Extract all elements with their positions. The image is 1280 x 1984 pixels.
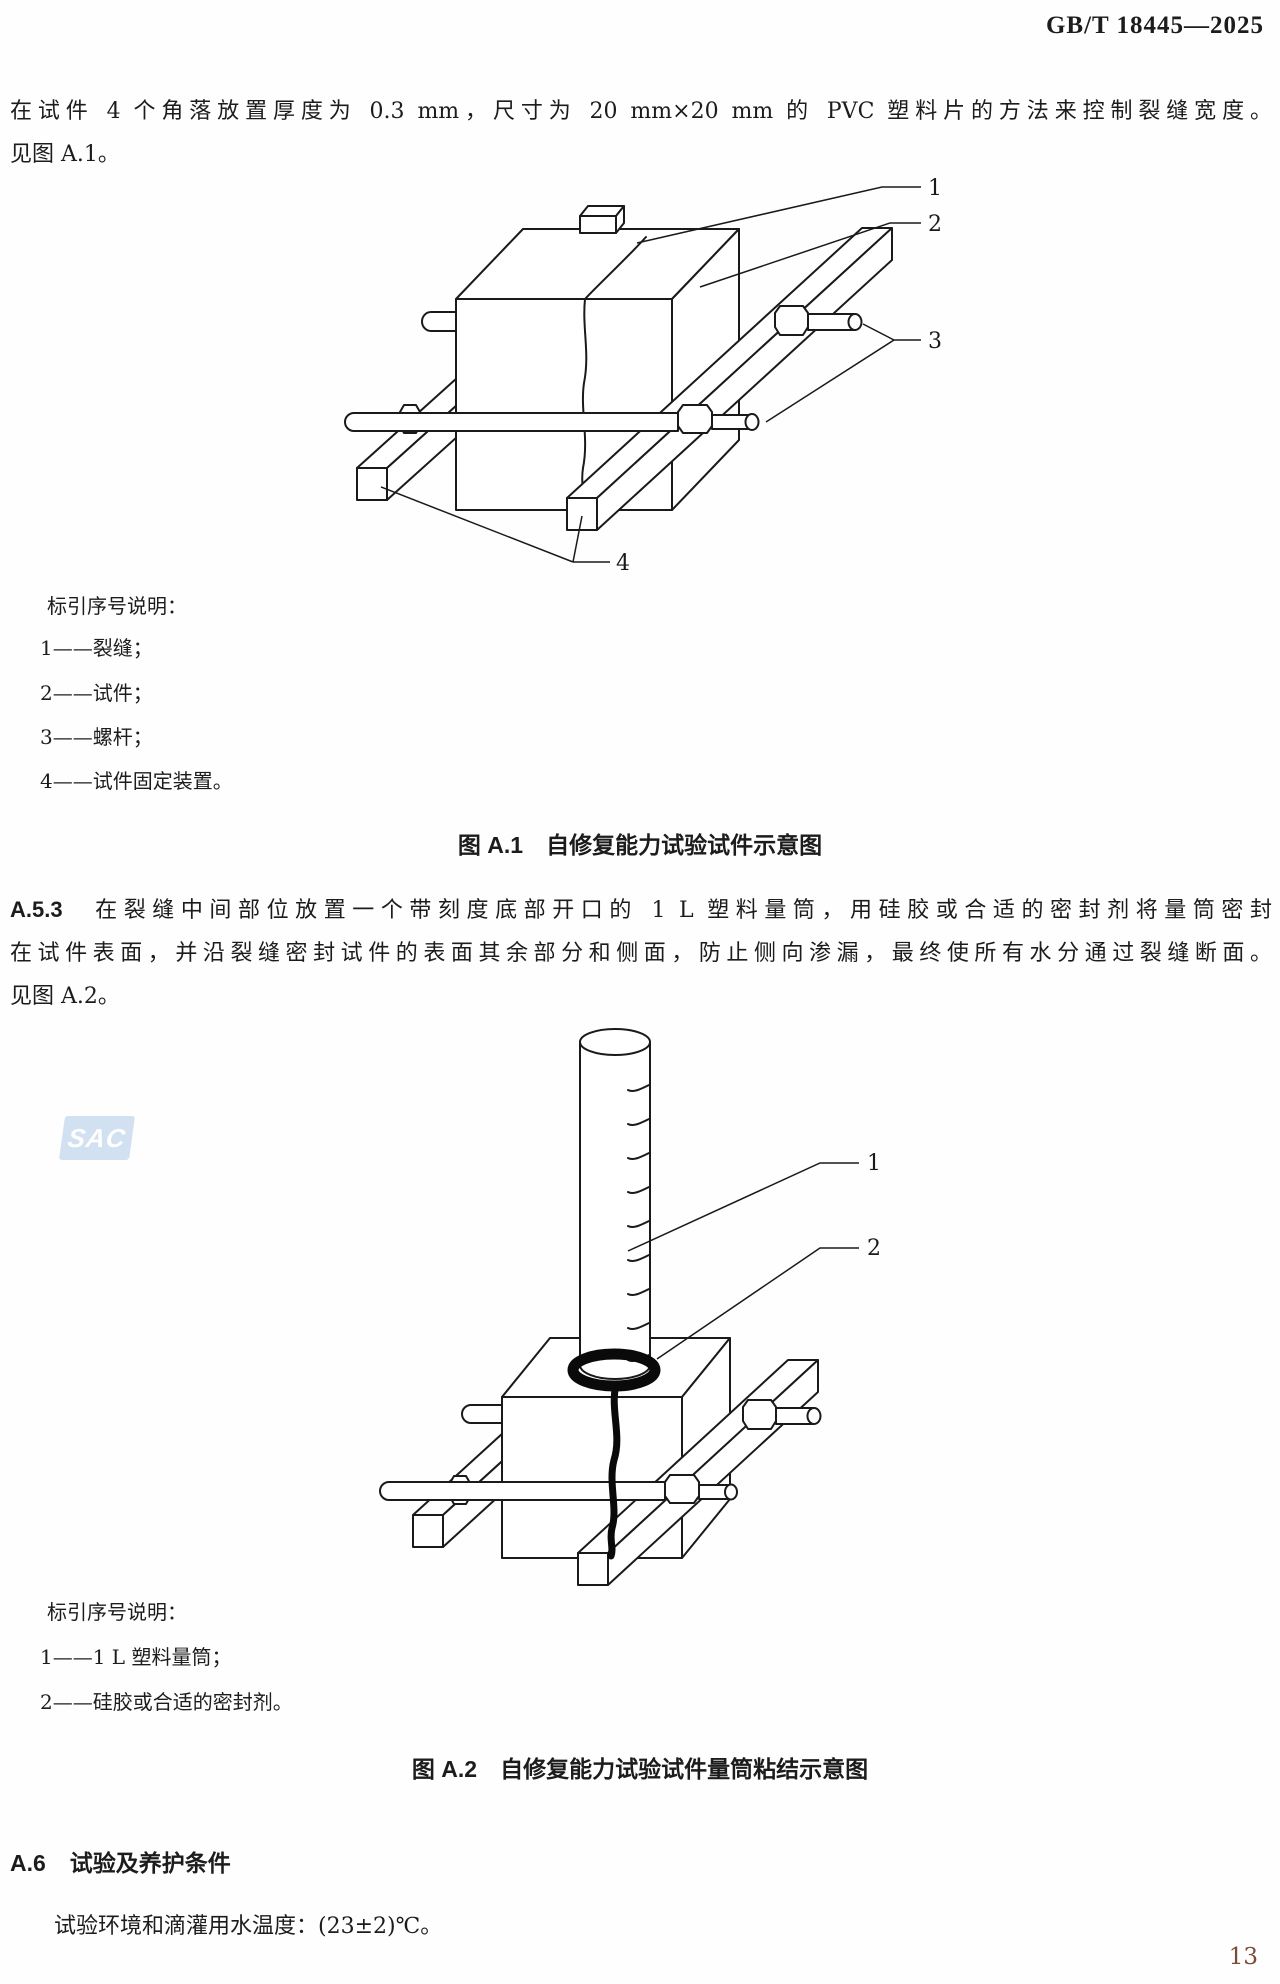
- graduated-cylinder: [579, 1028, 651, 1380]
- callout-3: 3: [928, 329, 942, 354]
- intro-paragraph: 在试件 4 个角落放置厚度为 0.3 mm，尺寸为 20 mm×20 mm 的 …: [10, 90, 1272, 176]
- section-a53-line-1: 在裂缝中间部位放置一个带刻度底部开口的 1 L 塑料量筒，用硅胶或合适的密封剂将…: [88, 898, 1272, 923]
- legend-title: 标引序号说明：: [47, 594, 187, 618]
- legend-item: 3——螺杆；: [40, 725, 153, 749]
- legend-item: 2——硅胶或合适的密封剂。: [40, 1690, 293, 1714]
- callout-1: 1: [928, 176, 942, 201]
- callout-2: 2: [867, 1236, 881, 1261]
- callout-4: 4: [616, 551, 630, 576]
- sac-watermark-logo: SAC: [58, 1116, 136, 1160]
- figure-a1-caption: 图 A.1 自修复能力试验试件示意图: [457, 832, 823, 858]
- figure-a2-caption: 图 A.2 自修复能力试验试件量筒粘结示意图: [411, 1756, 869, 1782]
- standard-number-header: GB/T 18445—2025: [1045, 12, 1264, 39]
- specimen-cube: [455, 228, 740, 511]
- section-a53-line-2: 在试件表面，并沿裂缝密封试件的表面其余部分和侧面，防止侧向渗漏，最终使所有水分通…: [10, 941, 1272, 966]
- section-a53-line-3: 见图 A.2。: [10, 984, 120, 1009]
- screw-upper: [461, 1399, 822, 1430]
- legend-item: 4——试件固定装置。: [40, 769, 233, 793]
- figure-a2-drawing: 1 2: [265, 1010, 965, 1592]
- section-a6-heading: A.6 试验及养护条件: [10, 1844, 231, 1878]
- section-a6-title: 试验及养护条件: [69, 1850, 231, 1876]
- callout-2: 2: [928, 212, 942, 237]
- callout-leaders: [380, 186, 921, 563]
- screw-upper-left-stub: [421, 311, 457, 332]
- pvc-spacer-tab: [579, 205, 625, 234]
- section-a6-label: A.6: [10, 1850, 46, 1876]
- legend-item: 2——试件；: [40, 681, 153, 705]
- crack-line-top: [584, 236, 647, 300]
- section-a6-body: 试验环境和滴灌用水温度：(23±2)℃。: [54, 1914, 443, 1939]
- page-number: 13: [1228, 1944, 1258, 1970]
- legend-item: 1——1 L 塑料量筒；: [40, 1645, 232, 1669]
- callout-leaders: [627, 1162, 859, 1360]
- screw-lower: [379, 1474, 738, 1505]
- intro-line-1: 在试件 4 个角落放置厚度为 0.3 mm，尺寸为 20 mm×20 mm 的 …: [10, 99, 1272, 124]
- screw-lower: [344, 404, 760, 434]
- section-a53-paragraph: A.5.3 在裂缝中间部位放置一个带刻度底部开口的 1 L 塑料量筒，用硅胶或合适…: [10, 888, 1272, 1018]
- legend-item: 1——裂缝；: [40, 636, 153, 660]
- section-a53-label: A.5.3: [10, 897, 63, 922]
- figure-a1-drawing: 1 2 3 4: [265, 138, 965, 587]
- screw-upper-right: [774, 305, 863, 336]
- sealed-crack-line: [607, 1380, 621, 1560]
- legend-title: 标引序号说明：: [47, 1600, 187, 1624]
- callout-1: 1: [867, 1151, 881, 1176]
- intro-line-2: 见图 A.1。: [10, 142, 120, 167]
